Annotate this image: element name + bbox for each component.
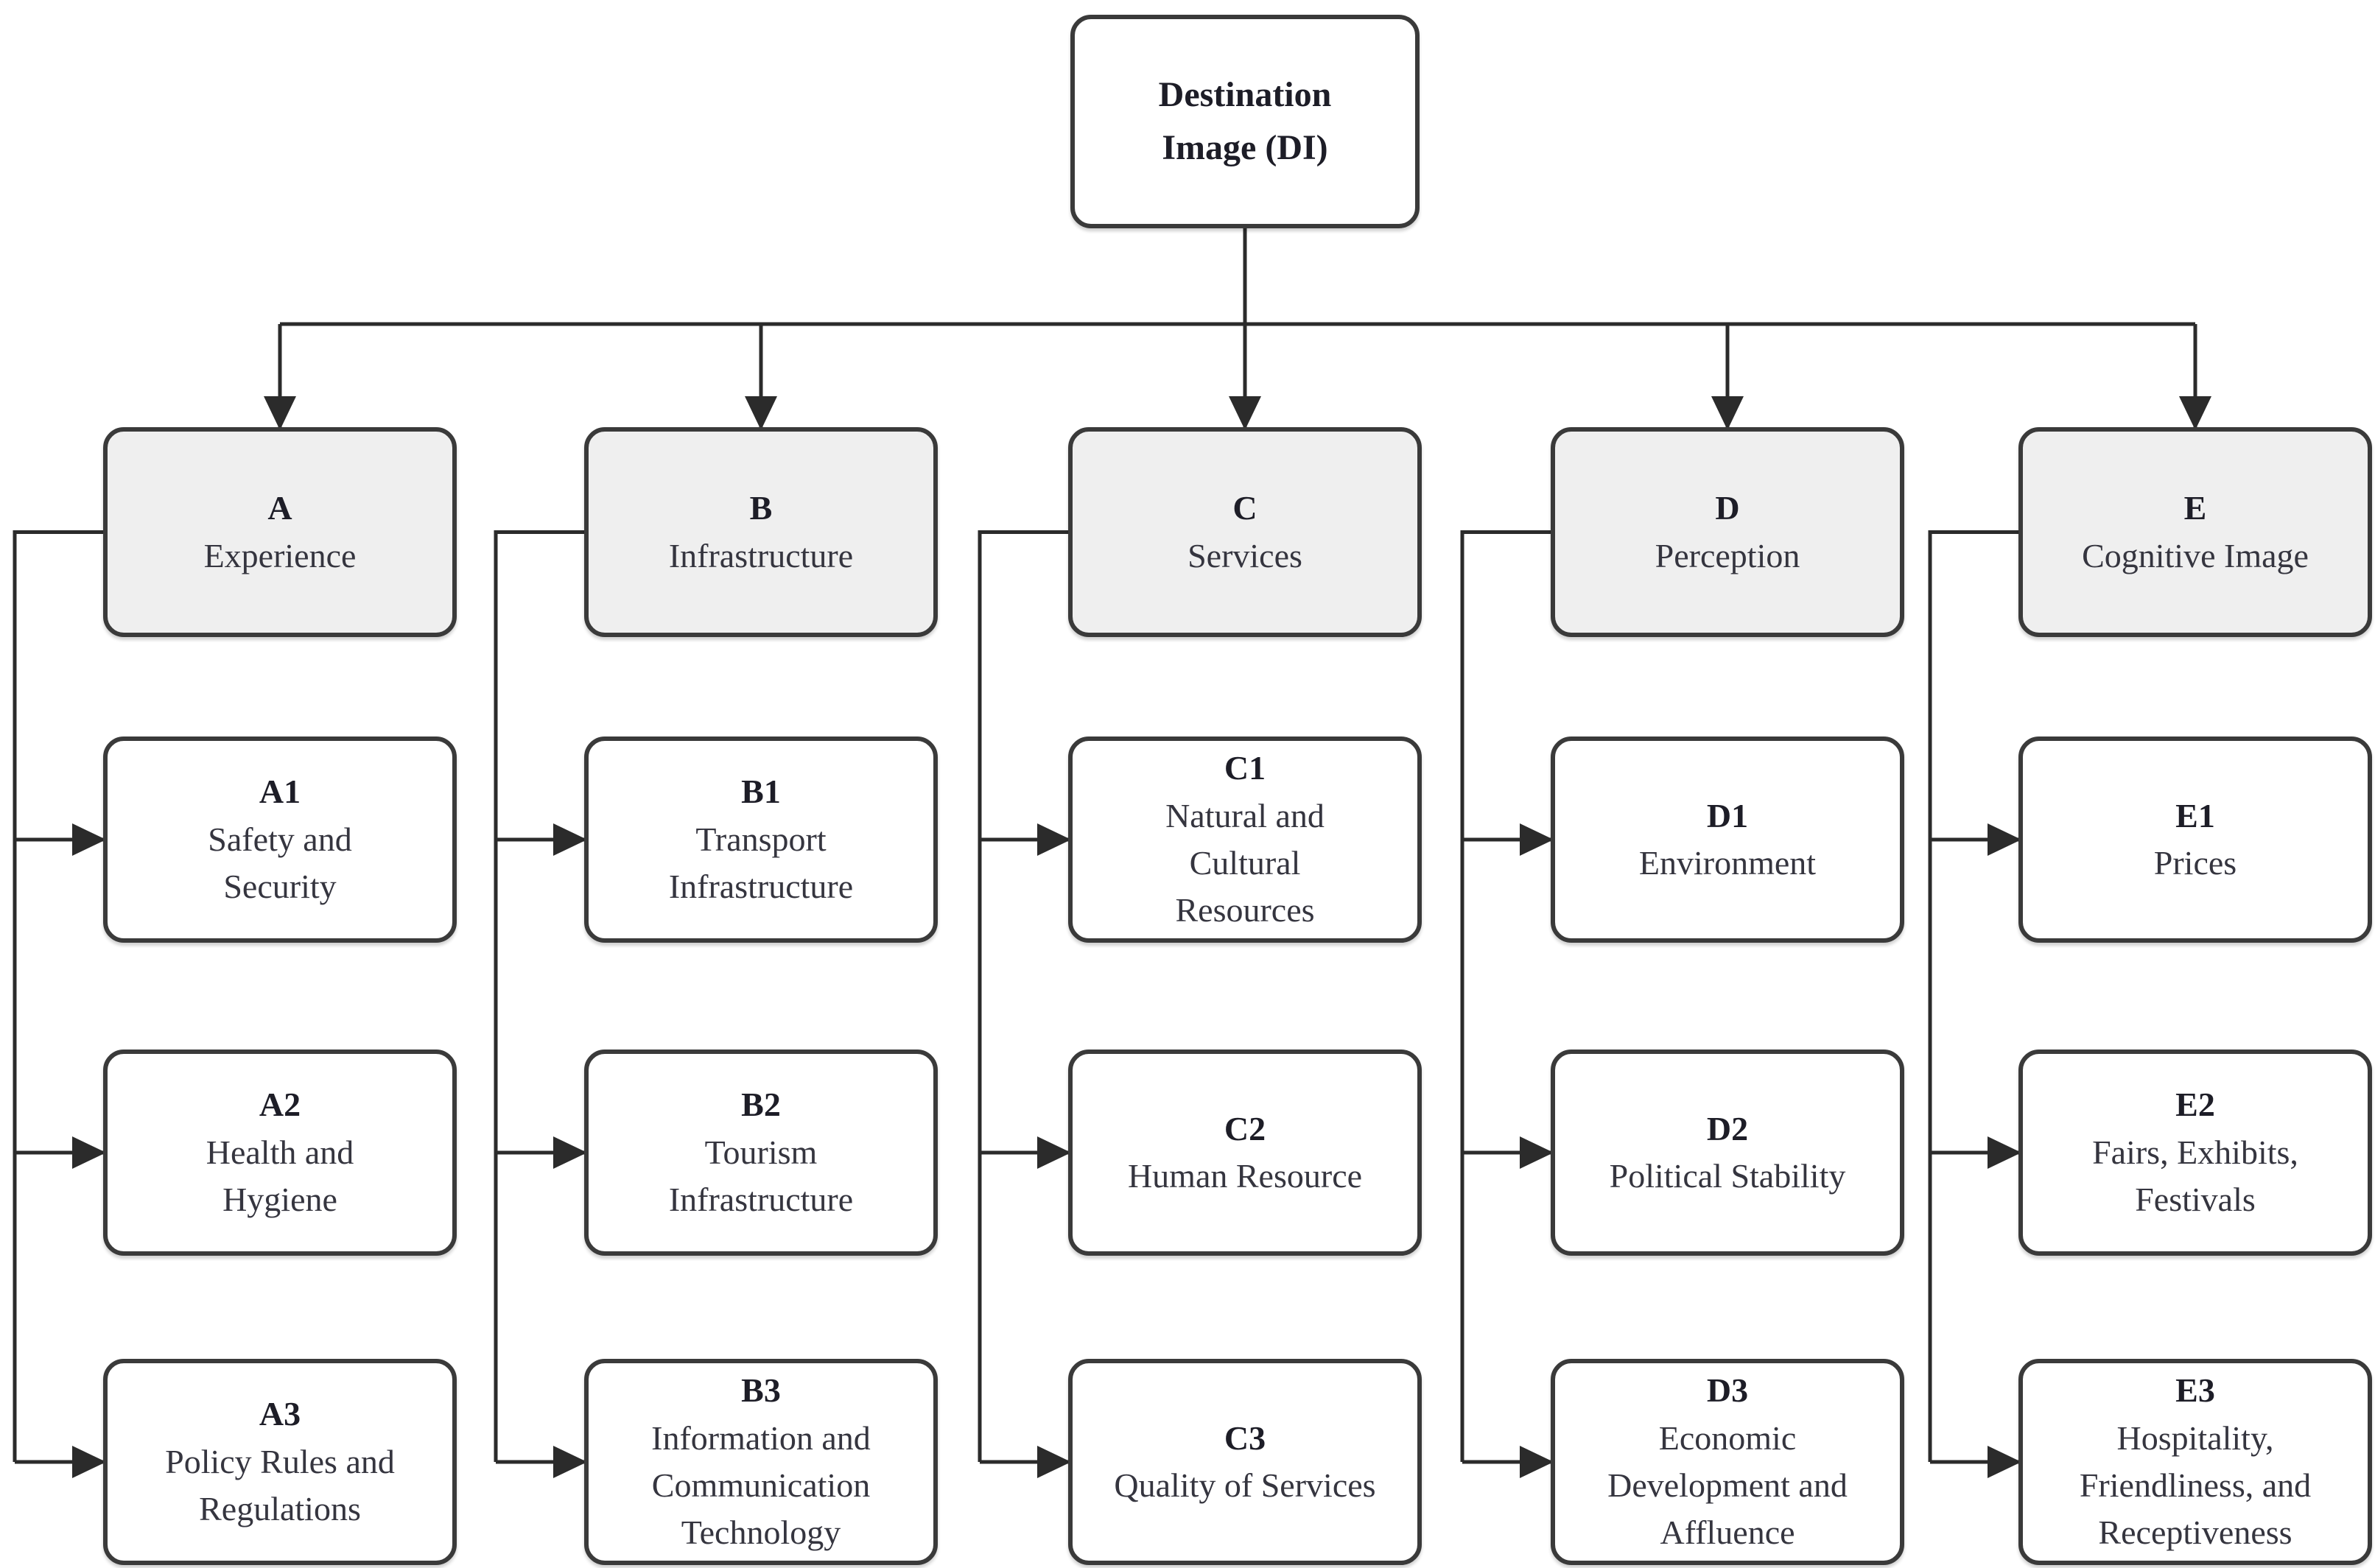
node-E3-label-line2: Friendliness, and [2079,1466,2312,1504]
root-label-line1: Destination [1158,75,1332,114]
node-C1-label-line1: Natural and [1165,796,1325,834]
feeder-E [1928,530,2018,1462]
node-B3-label-line1: Information and [651,1418,871,1457]
node-D: D Perception [1551,427,1904,637]
feeder-A [13,530,103,1462]
node-B1-label-line2: Infrastructure [668,868,854,906]
node-D-label: Perception [1655,536,1800,574]
node-C-code: C [1232,489,1257,527]
node-B1-code: B1 [741,773,781,811]
node-E2-label-line2: Festivals [2135,1181,2256,1219]
node-A1-code: A1 [259,773,301,811]
node-B2-code: B2 [741,1086,781,1124]
node-A1-label-line1: Safety and [208,820,352,858]
node-C2-label-line1: Human Resource [1127,1157,1363,1195]
node-A-label: Experience [203,536,357,574]
node-B: B Infrastructure [584,427,938,637]
node-C2-code: C2 [1224,1109,1266,1147]
node-E2-code: E2 [2175,1086,2215,1124]
node-A3-code: A3 [259,1395,301,1433]
node-B-code: B [749,489,773,527]
node-D2-label-line1: Political Stability [1609,1157,1846,1195]
node-C1-label-line3: Resources [1175,891,1315,929]
node-D2-code: D2 [1706,1109,1749,1147]
node-A2-label-line2: Hygiene [222,1181,337,1219]
node-B3-label-line3: Technology [681,1513,841,1552]
node-E3-code: E3 [2175,1371,2215,1410]
node-D3-label-line1: Economic [1658,1418,1797,1457]
feeder-C [978,530,1068,1462]
node-C1-code: C1 [1224,749,1266,787]
node-D3-code: D3 [1706,1371,1749,1410]
node-E2-label-line1: Fairs, Exhibits, [2092,1133,2298,1171]
feeder-B [494,530,584,1462]
node-D1-code: D1 [1706,796,1749,834]
node-C1-label-line2: Cultural [1189,844,1301,882]
node-B3-code: B3 [741,1371,781,1410]
root-label-line2: Image (DI) [1162,128,1328,167]
node-B-label: Infrastructure [668,536,854,574]
node-B1-label-line1: Transport [695,820,827,858]
node-D3-label-line2: Development and [1607,1466,1848,1504]
node-D-code: D [1715,489,1740,527]
node-A2-label-line1: Health and [206,1133,354,1171]
node-E3-label-line1: Hospitality, [2116,1418,2274,1457]
node-B2-label-line2: Infrastructure [668,1181,854,1219]
node-E3-label-line3: Receptiveness [2098,1513,2292,1552]
node-A-code: A [267,489,292,527]
node-destination-image: Destination Image (DI) [1070,15,1420,228]
node-E: E Cognitive Image [2018,427,2372,637]
node-E1-label-line1: Prices [2153,844,2237,882]
node-A2-code: A2 [259,1086,301,1124]
node-A3-label-line2: Regulations [199,1490,361,1528]
node-C3-label-line1: Quality of Services [1114,1466,1376,1504]
node-D1-label-line1: Environment [1638,844,1817,882]
node-E-code: E [2183,489,2207,527]
node-A: A Experience [103,427,457,637]
node-D3-label-line3: Affluence [1660,1513,1795,1552]
node-C-label: Services [1188,536,1302,574]
node-C3-code: C3 [1224,1418,1266,1457]
feeder-D [1460,530,1551,1462]
node-E-label: Cognitive Image [2082,536,2309,574]
node-B2-label-line1: Tourism [704,1133,818,1171]
node-B3-label-line2: Communication [651,1466,871,1504]
node-E1-code: E1 [2175,796,2215,834]
node-A3-label-line1: Policy Rules and [165,1442,395,1480]
node-C: C Services [1068,427,1422,637]
node-A1-label-line2: Security [223,868,337,906]
